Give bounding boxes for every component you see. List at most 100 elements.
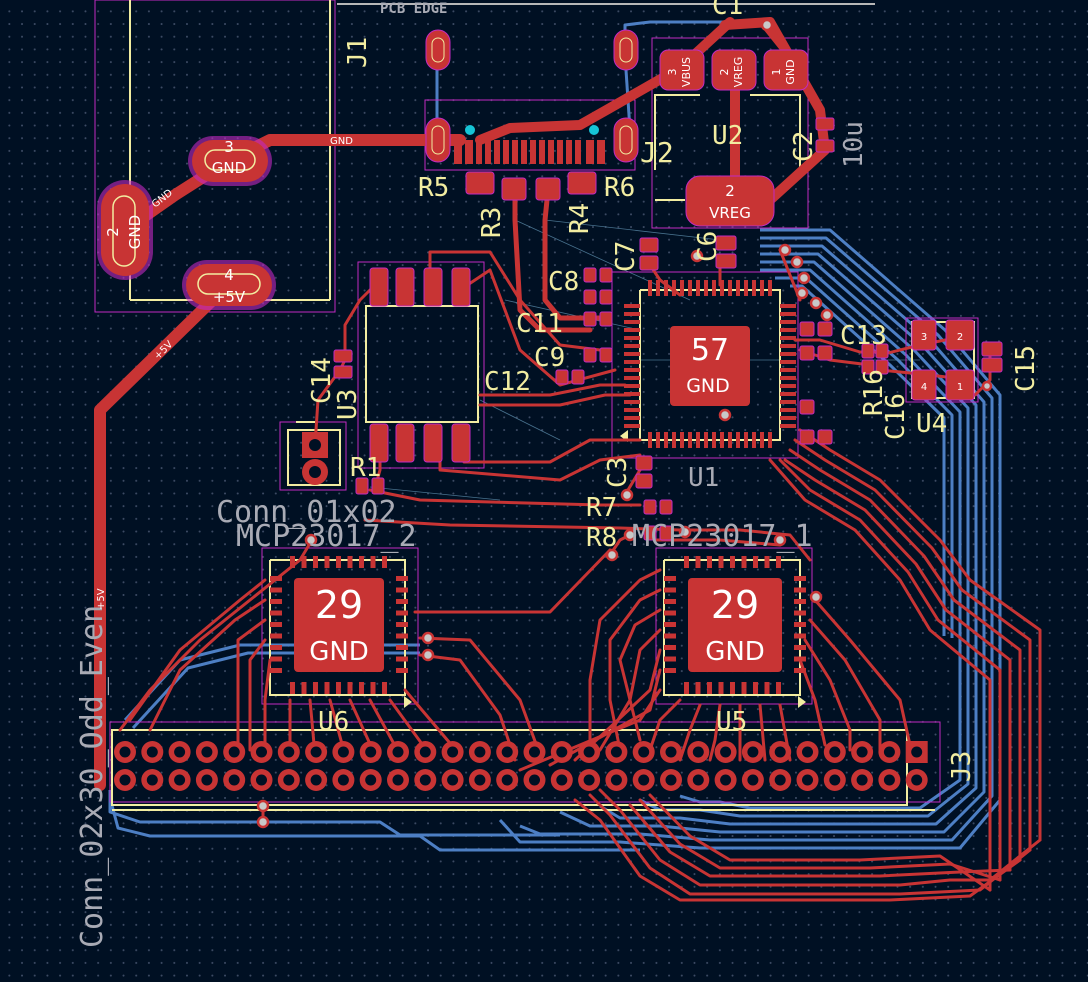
qfn-pad[interactable] <box>270 633 282 639</box>
qfn-pad[interactable] <box>704 280 708 296</box>
qfn-pad[interactable] <box>794 599 806 604</box>
qfn-pad[interactable] <box>780 400 796 404</box>
header-pad-drill[interactable] <box>911 746 923 758</box>
header-pad-drill[interactable] <box>447 774 459 786</box>
header-pad-drill[interactable] <box>501 774 513 786</box>
qfn-pad[interactable] <box>370 682 376 694</box>
qfn-pad[interactable] <box>347 682 353 694</box>
qfn-pad[interactable] <box>794 633 806 639</box>
qfn-pad[interactable] <box>720 280 724 296</box>
resistor-pads-top[interactable] <box>465 171 597 201</box>
qfn-pad[interactable] <box>336 682 341 694</box>
qfn-pad[interactable] <box>752 432 756 448</box>
qfn-pad[interactable] <box>672 432 676 448</box>
header-pad-drill[interactable] <box>556 774 568 786</box>
qfn-pad[interactable] <box>270 622 282 627</box>
header-pad-drill[interactable] <box>720 774 732 786</box>
passive-pads[interactable] <box>333 117 1003 541</box>
j2-smd-pads[interactable] <box>454 140 605 164</box>
header-pad-drill[interactable] <box>747 746 759 758</box>
qfn-pad[interactable] <box>664 599 676 604</box>
qfn-pad[interactable] <box>648 280 652 296</box>
qfn-pad[interactable] <box>624 320 640 324</box>
header-pad-drill[interactable] <box>665 746 677 758</box>
qfn-pad[interactable] <box>664 645 676 650</box>
qfn-pad[interactable] <box>744 432 748 448</box>
header-pad-drill[interactable] <box>146 746 158 758</box>
header-pad-drill[interactable] <box>529 774 540 786</box>
header-pad-drill[interactable] <box>392 774 404 786</box>
header-pad-drill[interactable] <box>474 746 486 758</box>
qfn-pad[interactable] <box>780 392 796 396</box>
qfn-pad[interactable] <box>382 682 387 694</box>
qfn-pad[interactable] <box>270 587 282 593</box>
qfn-pad[interactable] <box>664 432 668 448</box>
qfn-pad[interactable] <box>270 656 282 662</box>
header-pad-drill[interactable] <box>665 774 677 786</box>
header-pad-drill[interactable] <box>692 774 704 786</box>
header-pad-drill[interactable] <box>883 774 895 786</box>
qfn-pad[interactable] <box>753 682 758 694</box>
qfn-pad[interactable] <box>624 368 640 372</box>
qfn-pad[interactable] <box>664 576 676 581</box>
qfn-pad[interactable] <box>624 304 640 308</box>
qfn-pad[interactable] <box>794 610 806 616</box>
qfn-pad[interactable] <box>624 424 640 428</box>
header-pad-drill[interactable] <box>146 774 158 786</box>
qfn-pad[interactable] <box>336 556 341 568</box>
qfn-pad[interactable] <box>720 432 724 448</box>
header-pad-drill[interactable] <box>610 774 622 786</box>
vias[interactable] <box>256 18 993 829</box>
qfn-pad[interactable] <box>359 682 364 694</box>
qfn-pad[interactable] <box>718 556 724 568</box>
qfn-pad[interactable] <box>680 280 684 296</box>
qfn-pad[interactable] <box>768 432 772 448</box>
qfn-pad[interactable] <box>624 400 640 404</box>
qfn-pad[interactable] <box>794 668 806 673</box>
qfn-pad[interactable] <box>648 432 652 448</box>
header-pad-drill[interactable] <box>283 774 295 786</box>
qfn-pad[interactable] <box>396 587 408 593</box>
header-pad-drill[interactable] <box>802 746 813 758</box>
qfn-pad[interactable] <box>718 682 724 694</box>
qfn-pad[interactable] <box>794 656 806 662</box>
header-pad-drill[interactable] <box>583 774 595 786</box>
qfn-pad[interactable] <box>347 556 353 568</box>
header-pad-drill[interactable] <box>256 746 267 758</box>
qfn-pad[interactable] <box>382 556 387 568</box>
qfn-pad[interactable] <box>780 352 796 356</box>
qfn-pad[interactable] <box>624 376 640 380</box>
qfn-pad[interactable] <box>359 556 364 568</box>
qfn-pad[interactable] <box>624 384 640 388</box>
header-pad-drill[interactable] <box>911 774 923 786</box>
qfn-pad[interactable] <box>624 408 640 412</box>
qfn-pad[interactable] <box>270 668 282 673</box>
qfn-pad[interactable] <box>396 645 408 650</box>
qfn-pad[interactable] <box>728 432 732 448</box>
qfn-pad[interactable] <box>736 432 740 448</box>
header-pad-drill[interactable] <box>556 746 568 758</box>
qfn-pad[interactable] <box>270 599 282 604</box>
qfn-pad[interactable] <box>313 556 318 568</box>
qfn-pad[interactable] <box>664 668 676 673</box>
qfn-pad[interactable] <box>730 556 735 568</box>
qfn-pad[interactable] <box>696 432 700 448</box>
header-pad-drill[interactable] <box>419 746 431 758</box>
qfn-pad[interactable] <box>664 633 676 639</box>
header-pad-drill[interactable] <box>201 746 213 758</box>
j1-pads[interactable] <box>97 136 276 310</box>
qfn-pad[interactable] <box>624 360 640 364</box>
header-pad-drill[interactable] <box>529 746 540 758</box>
header-pad-drill[interactable] <box>747 774 759 786</box>
qfn-pad[interactable] <box>736 280 740 296</box>
qfn-pad[interactable] <box>396 576 408 581</box>
header-pad-drill[interactable] <box>310 746 322 758</box>
header-pad-drill[interactable] <box>583 746 595 758</box>
qfn-pad[interactable] <box>776 682 781 694</box>
qfn-pad[interactable] <box>744 280 748 296</box>
header-pad-drill[interactable] <box>419 774 431 786</box>
header-pad-drill[interactable] <box>720 746 732 758</box>
header-pad-drill[interactable] <box>856 774 868 786</box>
qfn-pad[interactable] <box>656 280 660 296</box>
qfn-pad[interactable] <box>290 682 295 694</box>
